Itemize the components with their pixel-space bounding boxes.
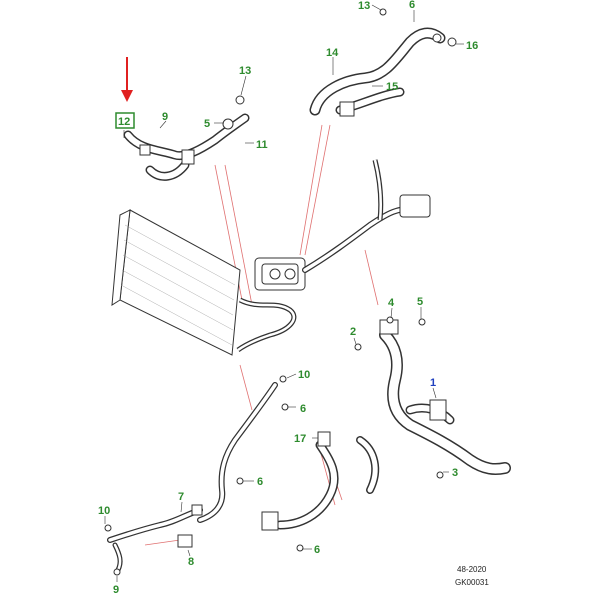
bottom-left-assembly [104, 504, 203, 576]
callout-13-top[interactable]: 13 [358, 0, 370, 12]
valve-block [236, 159, 431, 353]
callout-10-mid[interactable]: 10 [298, 369, 310, 381]
callout-11[interactable]: 11 [256, 139, 268, 151]
callout-7[interactable]: 7 [178, 491, 184, 503]
guide-lines [144, 124, 379, 546]
callout-17[interactable]: 17 [294, 433, 306, 445]
callouts: 13 6 16 14 15 13 12 9 5 11 4 5 2 1 10 6 … [98, 0, 478, 594]
callout-15[interactable]: 15 [386, 81, 398, 93]
indicator-arrow-icon [121, 57, 133, 102]
figure-code: GK00031 [455, 578, 489, 587]
callout-6-bottom[interactable]: 6 [314, 544, 320, 556]
callout-8[interactable]: 8 [188, 556, 194, 568]
leader-lines [104, 4, 464, 582]
upper-left-hose [123, 95, 250, 181]
callout-6-mid[interactable]: 6 [300, 403, 306, 415]
callout-9-top[interactable]: 9 [162, 111, 168, 123]
date-code: 48-2020 [457, 565, 487, 574]
condenser [111, 209, 241, 356]
upper-center-hose [309, 8, 457, 117]
reference-codes: 48-2020 GK00031 [455, 565, 489, 587]
callout-12-highlight [115, 112, 135, 129]
callout-6-lower[interactable]: 6 [257, 476, 263, 488]
callout-2[interactable]: 2 [350, 326, 356, 338]
callout-12[interactable]: 12 [118, 116, 130, 128]
callout-9-bottom[interactable]: 9 [113, 584, 119, 594]
callout-6-top[interactable]: 6 [409, 0, 415, 11]
callout-5-top[interactable]: 5 [204, 118, 210, 130]
callout-14[interactable]: 14 [326, 47, 339, 59]
callout-3[interactable]: 3 [452, 467, 458, 479]
callout-10-bottom[interactable]: 10 [98, 505, 110, 517]
lower-center-line [197, 375, 380, 552]
callout-5-right[interactable]: 5 [417, 296, 423, 308]
callout-16[interactable]: 16 [466, 40, 478, 52]
callout-13-left[interactable]: 13 [239, 65, 251, 77]
callout-1[interactable]: 1 [430, 377, 436, 389]
lower-right-hose [354, 316, 511, 479]
callout-4[interactable]: 4 [388, 297, 395, 309]
